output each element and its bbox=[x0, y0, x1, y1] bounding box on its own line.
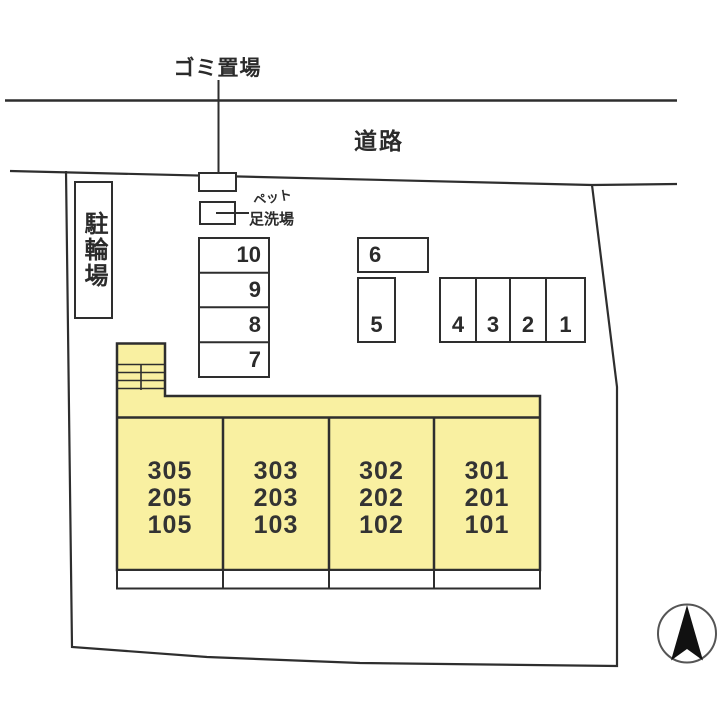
room-number: 203 bbox=[253, 483, 299, 512]
room-number: 302 bbox=[359, 456, 404, 485]
parking-space-5: 5 bbox=[370, 312, 383, 337]
parking-space-3: 3 bbox=[486, 312, 500, 337]
unit-stack-x03: 303 203 103 bbox=[223, 418, 329, 570]
room-number: 305 bbox=[147, 456, 193, 485]
room-number: 201 bbox=[464, 483, 510, 512]
road-label: 道路 bbox=[354, 128, 404, 154]
pet-wash-label-line2: 足洗場 bbox=[249, 211, 295, 228]
parking-space-9: 9 bbox=[248, 277, 261, 302]
parking-space-10: 10 bbox=[236, 242, 261, 267]
north-compass bbox=[657, 603, 717, 664]
room-number: 102 bbox=[359, 510, 404, 539]
parking-space-1: 1 bbox=[559, 312, 572, 337]
property-boundary-line bbox=[64, 170, 619, 668]
unit-stack-x02: 302 202 102 bbox=[329, 418, 434, 570]
room-number: 103 bbox=[253, 510, 299, 539]
unit-stack-x05: 305 205 105 bbox=[117, 418, 223, 570]
parking-space-4: 4 bbox=[451, 312, 465, 337]
room-number: 301 bbox=[464, 456, 510, 485]
north-arrow-icon bbox=[671, 605, 703, 661]
parking-space-6-box bbox=[357, 237, 429, 273]
room-number: 202 bbox=[359, 483, 404, 512]
parking-space-2: 2 bbox=[521, 312, 535, 337]
unit-stack-x01: 301 201 101 bbox=[434, 418, 540, 570]
room-number: 205 bbox=[147, 483, 193, 512]
parking-space-7: 7 bbox=[248, 347, 261, 372]
bicycle-parking-box bbox=[74, 181, 113, 319]
bicycle-parking-label: 駐輪場 bbox=[80, 211, 107, 289]
room-number: 303 bbox=[253, 456, 299, 485]
parking-row-box bbox=[439, 277, 586, 343]
garbage-area-label: ゴミ置場 bbox=[173, 57, 262, 80]
parking-space-6: 6 bbox=[369, 242, 382, 267]
room-number: 105 bbox=[147, 510, 193, 539]
parking-space-8: 8 bbox=[248, 312, 261, 337]
parking-space-5-box bbox=[357, 277, 396, 343]
garbage-box bbox=[198, 172, 237, 192]
room-number: 101 bbox=[464, 510, 510, 539]
